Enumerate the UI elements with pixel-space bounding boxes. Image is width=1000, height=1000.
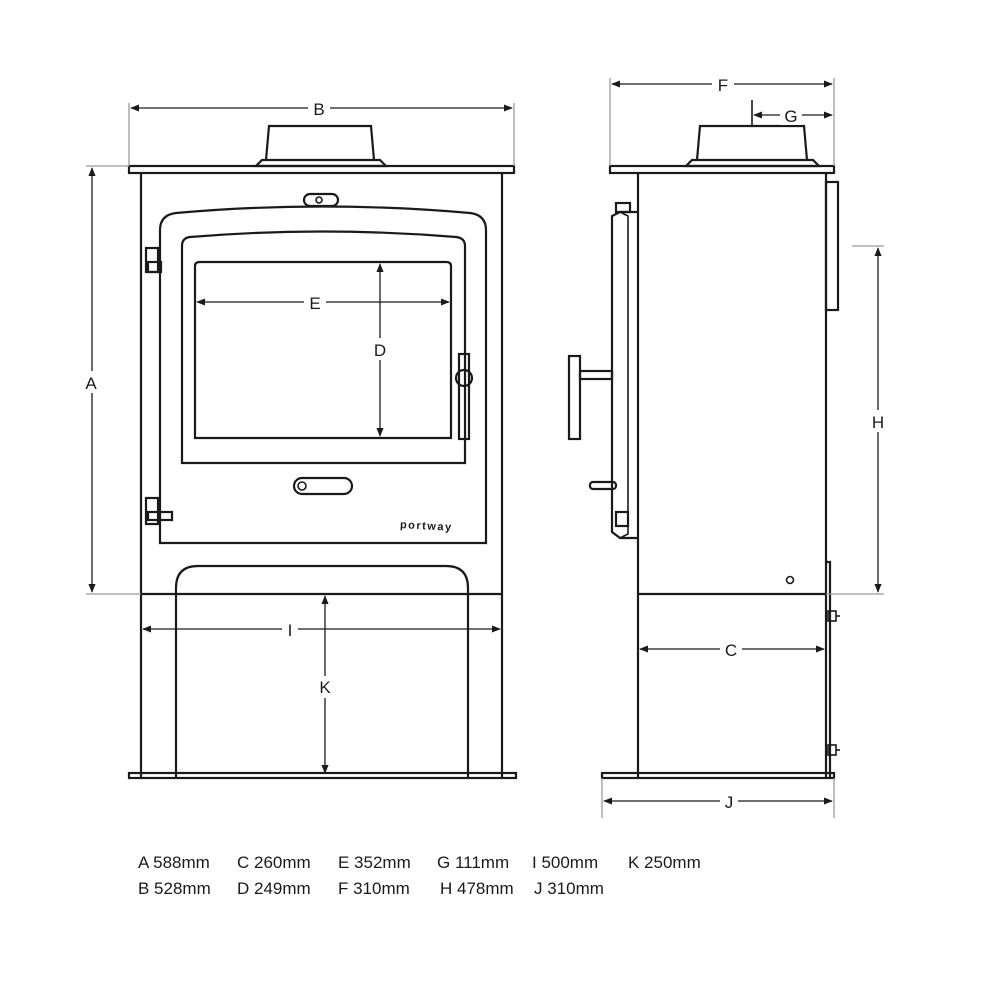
legend-item-j: J 310mm (534, 879, 604, 898)
dimension-label-j: J (725, 793, 734, 812)
dimension-label-d: D (374, 341, 386, 360)
legend-item-g: G 111mm (437, 853, 510, 872)
legend-item-d: D 249mm (237, 879, 311, 898)
side-lower-air-control (588, 480, 618, 491)
side-handle-stem (578, 369, 614, 381)
dimension-label-a: A (85, 374, 97, 393)
lower-air-knob (297, 481, 307, 491)
front-glass (193, 260, 453, 440)
top-air-knob (315, 196, 323, 204)
side-flue-collar (695, 124, 809, 161)
side-door-handle (567, 354, 582, 441)
upper-hinge (144, 246, 163, 274)
top-air-slider (302, 192, 340, 208)
dimension-label-k: K (319, 678, 331, 697)
legend-item-i: I 500mm (532, 853, 599, 872)
side-lower-hinge (614, 510, 630, 528)
side-screw (785, 575, 795, 585)
legend-item-f: F 310mm (338, 879, 410, 898)
dimension-label-g: G (784, 107, 797, 126)
lower-air-slider (292, 476, 354, 496)
side-top-air-knob (614, 201, 632, 214)
rear-bolt-upper (827, 610, 840, 622)
front-door-outer (158, 205, 488, 545)
legend-item-a: A 588mm (138, 853, 210, 872)
legend-item-e: E 352mm (338, 853, 411, 872)
dimension-label-i: I (288, 621, 293, 640)
front-top-plate (127, 164, 516, 175)
rear-heat-shield (824, 180, 840, 312)
dimension-label-c: C (725, 641, 737, 660)
front-base-plate (127, 771, 518, 780)
side-view: F G H C J (567, 74, 890, 818)
legend-item-h: H 478mm (440, 879, 514, 898)
dimension-label-b: B (313, 100, 324, 119)
front-flue-collar (264, 124, 376, 161)
dimension-label-h: H (872, 413, 884, 432)
front-door-inner-frame (180, 230, 467, 465)
log-store-opening (174, 564, 470, 778)
side-body (636, 173, 828, 778)
dimension-label-f: F (718, 76, 728, 95)
legend-item-b: B 528mm (138, 879, 211, 898)
legend-item-c: C 260mm (237, 853, 311, 872)
door-handle (457, 352, 471, 441)
side-top-plate (608, 164, 836, 175)
dimension-label-e: E (309, 294, 320, 313)
rear-bolt-lower (827, 744, 840, 756)
side-base-plate (600, 771, 836, 780)
brand-badge: portway (400, 519, 453, 534)
legend-item-k: K 250mm (628, 853, 701, 872)
front-view: portway B A E D I K (80, 97, 518, 780)
front-body (139, 173, 504, 778)
door-handle-pivot (454, 368, 474, 388)
log-store-rear-panel (826, 560, 832, 778)
lower-hinge (144, 496, 174, 526)
